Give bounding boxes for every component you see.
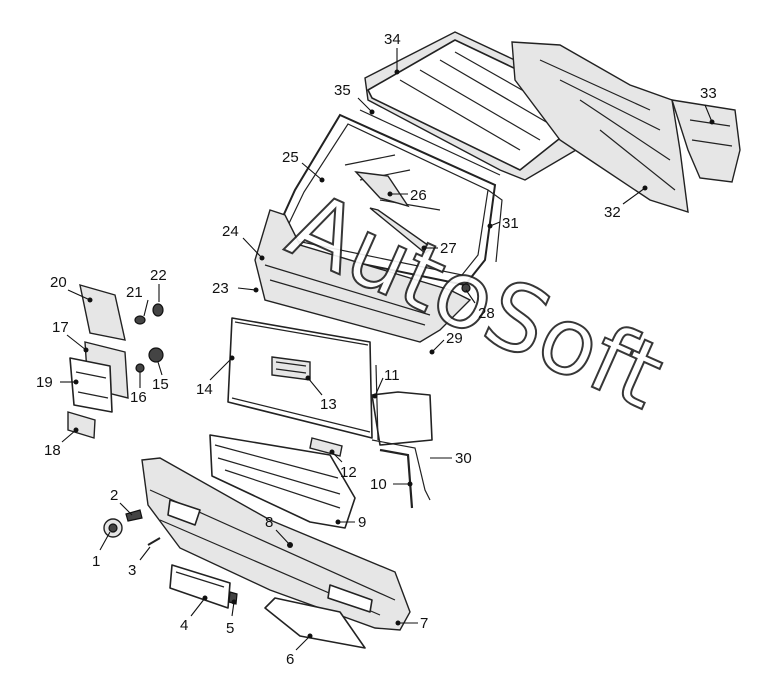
- callout-4: 4: [180, 617, 188, 634]
- part-bulbs: [134, 303, 164, 325]
- callout-11: 11: [384, 367, 400, 384]
- part-cowl: [254, 209, 472, 343]
- part-roof-seal: [359, 109, 501, 176]
- part-side-brackets: [371, 364, 433, 501]
- part-rod: [379, 448, 414, 509]
- part-rear-side-panel: [511, 41, 689, 213]
- callout-12: 12: [340, 464, 357, 481]
- callout-labels: 1 2 3 4 5 6 7 8 9 10 11 12 13 14 15 16 1…: [36, 31, 717, 668]
- callout-32: 32: [604, 204, 621, 221]
- callout-18: 18: [44, 442, 61, 459]
- callout-26: 26: [410, 187, 427, 204]
- part-screw: [147, 537, 161, 546]
- part-roof-panel: [364, 31, 611, 181]
- callout-28: 28: [478, 305, 495, 322]
- leader-lines: [60, 48, 715, 651]
- part-clip: [461, 283, 471, 293]
- callout-35: 35: [334, 82, 351, 99]
- callout-13: 13: [320, 396, 337, 413]
- callout-21: 21: [126, 284, 143, 301]
- part-bumper: [141, 457, 411, 631]
- callout-3: 3: [128, 562, 136, 579]
- callout-1: 1: [92, 553, 100, 570]
- part-headlamp: [69, 341, 129, 413]
- part-sockets: [135, 347, 164, 373]
- part-bracket: [670, 99, 741, 183]
- part-cap: [103, 518, 123, 538]
- callout-20: 20: [50, 274, 67, 291]
- callout-16: 16: [130, 389, 147, 406]
- callout-2: 2: [110, 487, 118, 504]
- callout-33: 33: [700, 85, 717, 102]
- callout-22: 22: [150, 267, 167, 284]
- part-grille-panel: [209, 434, 356, 529]
- callout-10: 10: [370, 476, 387, 493]
- part-skid-plate: [264, 597, 366, 649]
- part-side-seal: [487, 189, 503, 263]
- part-mirror-bracket: [354, 171, 410, 208]
- callout-23: 23: [212, 280, 229, 297]
- part-lamp: [79, 284, 126, 341]
- callout-9: 9: [358, 514, 366, 531]
- callout-34: 34: [384, 31, 401, 48]
- callout-8: 8: [265, 514, 273, 531]
- callout-19: 19: [36, 374, 53, 391]
- callout-7: 7: [420, 615, 428, 632]
- callout-6: 6: [286, 651, 294, 668]
- callout-17: 17: [52, 319, 69, 336]
- callout-27: 27: [440, 240, 457, 257]
- part-bolt: [125, 509, 143, 522]
- callout-15: 15: [152, 376, 169, 393]
- callout-30: 30: [455, 450, 472, 467]
- part-license-plate: [169, 564, 231, 609]
- callout-29: 29: [446, 330, 463, 347]
- callout-31: 31: [502, 215, 519, 232]
- callout-25: 25: [282, 149, 299, 166]
- callout-5: 5: [226, 620, 234, 637]
- callout-24: 24: [222, 223, 239, 240]
- callout-14: 14: [196, 381, 213, 398]
